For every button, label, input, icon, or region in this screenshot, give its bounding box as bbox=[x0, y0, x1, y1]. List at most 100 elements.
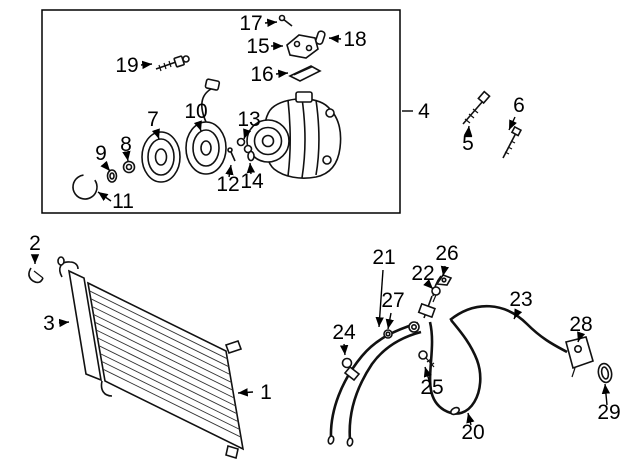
callout-13-leader bbox=[243, 128, 252, 140]
callout-12-leader bbox=[225, 164, 234, 178]
part-21-hose bbox=[329, 321, 419, 439]
hose-end-fitting bbox=[450, 406, 460, 416]
part-10-coil bbox=[185, 78, 227, 175]
callout-5: 5 bbox=[462, 125, 474, 155]
callout-29-leader bbox=[601, 383, 611, 406]
callout-19-leader bbox=[140, 60, 153, 70]
condenser-fins bbox=[89, 290, 242, 438]
callout-10-label: 10 bbox=[184, 100, 207, 123]
part-12-stud bbox=[227, 147, 236, 162]
callout-24-leader bbox=[339, 343, 349, 356]
callout-8: 8 bbox=[120, 133, 132, 162]
callout-25: 25 bbox=[420, 366, 444, 399]
part-5-bolt bbox=[462, 90, 491, 125]
callout-22-leader bbox=[423, 279, 434, 290]
callout-25-label: 25 bbox=[420, 376, 443, 399]
part-25-bolt bbox=[418, 350, 435, 368]
part-13-seals bbox=[236, 137, 253, 154]
callout-23-leader bbox=[513, 308, 523, 320]
part-15-bracket bbox=[286, 34, 319, 59]
hose-assembly bbox=[327, 274, 613, 447]
callout-2-label: 2 bbox=[29, 232, 41, 255]
part-16-gasket bbox=[288, 65, 322, 82]
callout-28-leader bbox=[577, 331, 586, 343]
callout-16-leader bbox=[275, 69, 289, 78]
callout-27: 27 bbox=[381, 289, 405, 330]
part-7-pulley bbox=[141, 131, 181, 183]
callout-5-label: 5 bbox=[462, 132, 474, 155]
callout-8-leader bbox=[122, 150, 131, 162]
callout-8-label: 8 bbox=[120, 133, 132, 156]
part-19-stud bbox=[155, 55, 190, 72]
callout-5-leader bbox=[463, 125, 473, 137]
callout-28: 28 bbox=[569, 313, 593, 343]
callout-26: 26 bbox=[435, 242, 459, 277]
callout-13: 13 bbox=[237, 108, 261, 140]
callout-23-label: 23 bbox=[509, 288, 532, 311]
callout-26-label: 26 bbox=[435, 242, 458, 265]
part-27-nut bbox=[383, 329, 393, 339]
callout-16-label: 16 bbox=[250, 63, 273, 86]
callout-10: 10 bbox=[184, 100, 208, 132]
callout-14: 14 bbox=[240, 162, 264, 193]
part-22-bolt bbox=[431, 286, 441, 303]
part-23-hose bbox=[449, 304, 568, 354]
callout-15-label: 15 bbox=[246, 35, 269, 58]
callout-3-leader bbox=[58, 318, 70, 328]
part-18-pin bbox=[314, 30, 326, 45]
callout-11-label: 11 bbox=[112, 190, 134, 213]
callout-14-label: 14 bbox=[240, 170, 264, 193]
callout-16: 16 bbox=[250, 63, 289, 86]
hose-end-fitting bbox=[327, 435, 335, 445]
part-14-seal bbox=[247, 150, 255, 162]
callout-27-leader bbox=[385, 312, 394, 330]
hose-end-fitting bbox=[346, 437, 354, 447]
callout-1-label: 1 bbox=[260, 381, 272, 404]
callout-20: 20 bbox=[461, 412, 485, 444]
callout-14-leader bbox=[246, 162, 256, 175]
callout-6-leader bbox=[508, 116, 517, 131]
callout-23: 23 bbox=[509, 288, 533, 320]
condenser-side-tank bbox=[67, 269, 103, 382]
callout-25-leader bbox=[423, 366, 432, 381]
part-6-bolt bbox=[502, 125, 523, 159]
part-27-hose bbox=[348, 330, 422, 441]
part-8-ring bbox=[122, 160, 136, 174]
callout-12-label: 12 bbox=[216, 173, 239, 196]
callout-7: 7 bbox=[147, 108, 160, 140]
callout-4-label: 4 bbox=[418, 100, 430, 123]
callout-9: 9 bbox=[95, 142, 111, 172]
callout-1-leader bbox=[237, 388, 254, 397]
callout-21: 21 bbox=[372, 246, 396, 328]
callout-29-label: 29 bbox=[597, 401, 620, 424]
callout-7-label: 7 bbox=[147, 108, 159, 131]
callout-20-label: 20 bbox=[461, 421, 484, 444]
callout-7-leader bbox=[151, 128, 160, 140]
callout-19-label: 19 bbox=[115, 54, 138, 77]
callout-15: 15 bbox=[246, 35, 283, 58]
callout-26-leader bbox=[440, 265, 450, 277]
callout-19: 19 bbox=[115, 54, 153, 77]
part-29-o-ring bbox=[597, 362, 613, 384]
part-11-snap-ring bbox=[72, 174, 98, 200]
part-24-fitting bbox=[341, 357, 361, 382]
callout-10-leader bbox=[193, 120, 202, 132]
callout-6-label: 6 bbox=[513, 94, 525, 117]
callout-13-label: 13 bbox=[237, 108, 260, 131]
callout-1: 1 bbox=[237, 381, 272, 404]
callout-20-leader bbox=[466, 412, 475, 426]
callout-17-label: 17 bbox=[239, 12, 262, 35]
callout-18-label: 18 bbox=[343, 28, 366, 51]
part-17-pin bbox=[278, 14, 293, 27]
callout-18: 18 bbox=[328, 28, 367, 51]
callout-24: 24 bbox=[332, 321, 356, 356]
callout-21-leader bbox=[375, 269, 384, 328]
callout-24-label: 24 bbox=[332, 321, 356, 344]
callout-2: 2 bbox=[29, 232, 41, 264]
callout-3-label: 3 bbox=[43, 312, 55, 335]
callout-18-leader bbox=[328, 34, 342, 43]
callout-9-label: 9 bbox=[95, 142, 107, 165]
callout-22: 22 bbox=[411, 262, 435, 290]
